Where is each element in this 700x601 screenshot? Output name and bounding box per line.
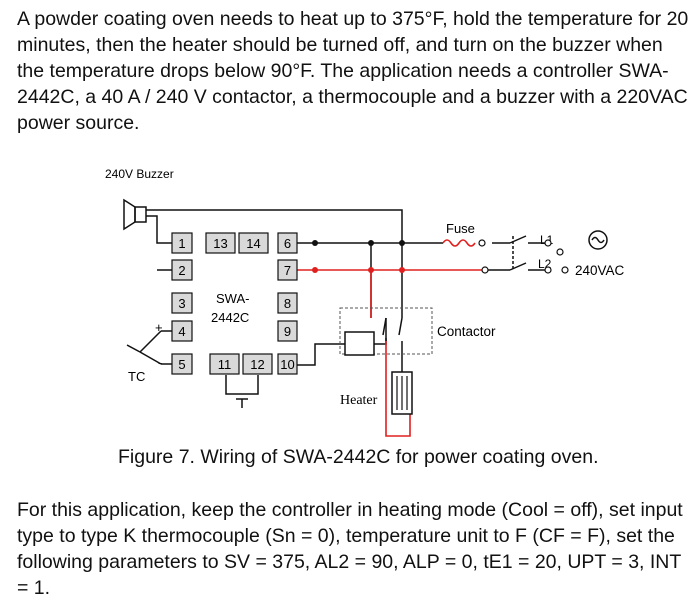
heater-icon [391, 371, 413, 415]
terminal-points [478, 239, 569, 274]
supply-voltage-label: 240VAC [575, 263, 625, 278]
terminal-12-label: 12 [250, 357, 264, 372]
terminal-10-box [277, 353, 298, 375]
terminal-1-box [171, 232, 193, 254]
terminal-4-label: 4 [178, 324, 185, 339]
terminal-6-box [277, 232, 298, 254]
terminal-12-box [242, 353, 273, 375]
figure-caption: Figure 7. Wiring of SWA-2442C for power … [118, 446, 599, 468]
terminal-8-box [277, 292, 298, 314]
terminal-2-box [171, 259, 193, 281]
problem-statement: A powder coating oven needs to heat up t… [17, 8, 689, 134]
terminal-3-box [171, 292, 193, 314]
fuse-label: Fuse [446, 221, 475, 236]
minus-sign: - [158, 355, 162, 370]
plus-sign: + [155, 320, 163, 335]
contactor-label: Contactor [437, 324, 496, 339]
terminal-9-box [277, 320, 298, 342]
controller-model-line2: 2442C [211, 310, 249, 325]
terminal-1-label: 1 [178, 236, 185, 251]
buzzer-label: 240V Buzzer [105, 167, 174, 181]
terminal-13-box [205, 232, 236, 254]
contactor-box [339, 307, 433, 355]
buzzer-icon [123, 198, 147, 231]
terminal-14-box [238, 232, 269, 254]
terminal-11-box [209, 353, 240, 375]
black-wiring [126, 209, 548, 408]
junction-dots [312, 240, 405, 273]
terminal-10-label: 10 [280, 357, 294, 372]
tc-label: TC [128, 369, 145, 384]
terminal-2-label: 2 [178, 263, 185, 278]
terminal-13-label: 13 [213, 236, 227, 251]
terminal-9-label: 9 [284, 324, 291, 339]
terminal-5-label: 5 [178, 357, 185, 372]
terminal-5-box [171, 353, 193, 375]
contactor-coil [344, 331, 375, 356]
heater-label: Heater [340, 393, 378, 408]
terminal-6-label: 6 [284, 236, 291, 251]
ac-source-icon [588, 230, 608, 250]
parameter-instructions: For this application, keep the controlle… [17, 499, 683, 599]
terminal-8-label: 8 [284, 296, 291, 311]
red-wiring [297, 239, 485, 437]
terminal-11-label: 11 [218, 357, 232, 372]
terminal-4-box [171, 320, 193, 342]
terminal-7-box [277, 259, 298, 281]
terminal-3-label: 3 [178, 296, 185, 311]
terminal-14-label: 14 [246, 236, 260, 251]
terminal-7-label: 7 [284, 263, 291, 278]
controller-model-line1: SWA- [216, 291, 249, 306]
